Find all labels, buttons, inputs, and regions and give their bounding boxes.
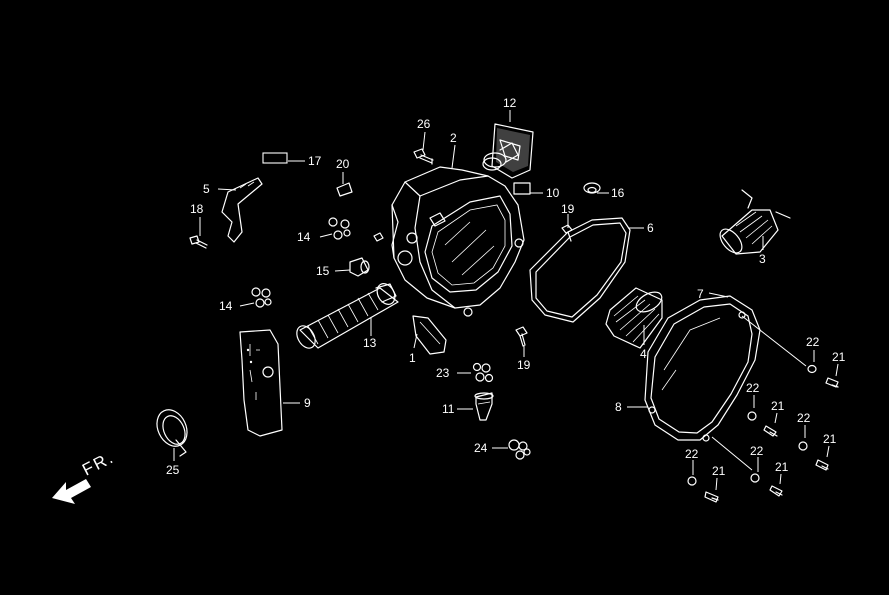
callout-22e: 22 xyxy=(685,447,699,461)
plug-15 xyxy=(349,257,370,277)
callout-23: 23 xyxy=(436,366,450,380)
clip-10 xyxy=(513,182,531,195)
drain-plug-11 xyxy=(474,392,494,421)
bolt-26 xyxy=(413,148,434,165)
connecting-tube-13 xyxy=(296,283,399,349)
callout-3: 3 xyxy=(759,252,766,266)
callout-8: 8 xyxy=(615,400,622,414)
clip-20 xyxy=(336,182,353,197)
callout-19b: 19 xyxy=(517,358,531,372)
callout-18: 18 xyxy=(190,202,204,216)
callout-9: 9 xyxy=(304,396,311,410)
o-rings-14-upper xyxy=(328,217,351,240)
callout-13: 13 xyxy=(363,336,377,350)
callout-17: 17 xyxy=(308,154,322,168)
callout-1: 1 xyxy=(409,351,416,365)
o-rings-23 xyxy=(472,362,494,383)
callout-22b: 22 xyxy=(746,381,760,395)
air-cleaner-cover xyxy=(644,295,761,442)
callout-2: 2 xyxy=(450,131,457,145)
front-direction-arrow-icon xyxy=(52,479,91,504)
callout-26: 26 xyxy=(417,117,431,131)
callout-12: 12 xyxy=(503,96,517,110)
callout-25: 25 xyxy=(166,463,180,477)
washers-22 xyxy=(687,364,817,486)
callout-21e: 21 xyxy=(712,464,726,478)
bolt-18 xyxy=(189,235,208,249)
callout-22a: 22 xyxy=(806,335,820,349)
leader-lines xyxy=(173,110,839,491)
callout-11: 11 xyxy=(442,402,455,416)
callout-10: 10 xyxy=(546,186,560,200)
intake-snorkel xyxy=(482,123,534,179)
callout-22d: 22 xyxy=(750,444,764,458)
clamp-25 xyxy=(156,409,188,457)
o-rings-14-lower xyxy=(251,287,272,308)
callout-6: 6 xyxy=(647,221,654,235)
callout-21d: 21 xyxy=(775,460,789,474)
callout-22c: 22 xyxy=(797,411,811,425)
callout-5: 5 xyxy=(203,182,210,196)
gasket-6 xyxy=(529,217,631,323)
screw-19-lower xyxy=(515,326,528,347)
screws-21 xyxy=(704,377,839,503)
callout-21b: 21 xyxy=(771,399,785,413)
callout-19a: 19 xyxy=(561,202,575,216)
callout-16: 16 xyxy=(611,186,625,200)
label-17 xyxy=(262,152,288,164)
front-direction-label: FR. xyxy=(79,447,117,479)
cover-plate-1 xyxy=(412,315,447,355)
callout-7: 7 xyxy=(697,287,704,301)
callout-14b: 14 xyxy=(219,299,233,313)
callout-21c: 21 xyxy=(823,432,837,446)
filter-part-3 xyxy=(719,189,791,255)
callout-labels: 1 2 3 4 5 6 7 8 9 10 11 12 13 14 14 15 1… xyxy=(166,96,846,478)
callout-24: 24 xyxy=(474,441,488,455)
air-cleaner-case xyxy=(373,166,525,317)
grommet-16 xyxy=(583,182,601,194)
filter-element-4 xyxy=(605,287,663,349)
plate-9 xyxy=(239,329,283,437)
callout-15: 15 xyxy=(316,264,330,278)
callout-20: 20 xyxy=(336,157,350,171)
o-rings-24 xyxy=(508,439,531,460)
bracket-5 xyxy=(221,177,263,243)
callout-21a: 21 xyxy=(832,350,846,364)
callout-4: 4 xyxy=(640,347,647,361)
callout-14a: 14 xyxy=(297,230,311,244)
